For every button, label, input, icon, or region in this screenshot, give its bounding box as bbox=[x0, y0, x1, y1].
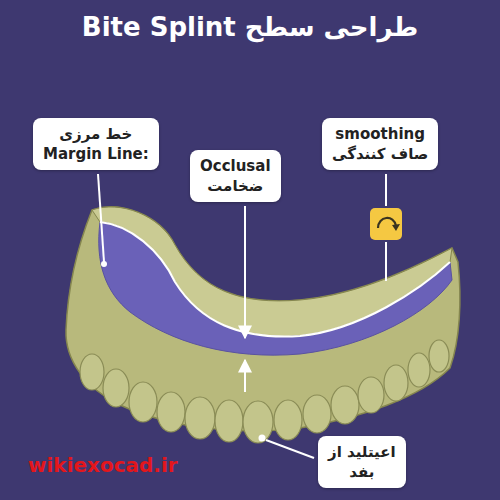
thickness-arrow bbox=[244, 206, 246, 338]
callout-text: بفد bbox=[328, 462, 396, 482]
callout-box: Occlusalضخامت bbox=[190, 150, 281, 202]
callout-box: اعیتلید ازبفد bbox=[318, 436, 406, 488]
leader-line bbox=[266, 440, 314, 458]
occlusal-surface bbox=[99, 222, 452, 355]
watermark: wikiexocad.ir bbox=[28, 452, 178, 478]
callout-text: Occlusal bbox=[200, 156, 271, 176]
smoothing-icon bbox=[392, 224, 400, 231]
callout-box: smoothingصاف کنندگی bbox=[322, 118, 438, 170]
callout-text: خط مرزی bbox=[43, 124, 149, 144]
splint-body bbox=[66, 207, 460, 431]
callout-box: خط مرزیMargin Line: bbox=[33, 118, 159, 170]
callout-text: Margin Line: bbox=[43, 144, 149, 164]
leader-dot bbox=[101, 261, 107, 267]
leader-line bbox=[98, 174, 104, 262]
thickness-arrow bbox=[244, 360, 246, 392]
callout-text: صاف کنندگی bbox=[332, 144, 428, 164]
leader-dot bbox=[259, 435, 266, 442]
teeth bbox=[80, 340, 449, 443]
diagram-title: طراحی سطح Bite Splint bbox=[0, 10, 500, 44]
callout-text: smoothing bbox=[332, 124, 428, 144]
callout-text: اعیتلید از bbox=[328, 442, 396, 462]
leader-line bbox=[385, 174, 387, 206]
leader-line bbox=[385, 242, 387, 281]
callout-text: ضخامت bbox=[200, 176, 271, 196]
smoothing-icon bbox=[370, 208, 402, 240]
